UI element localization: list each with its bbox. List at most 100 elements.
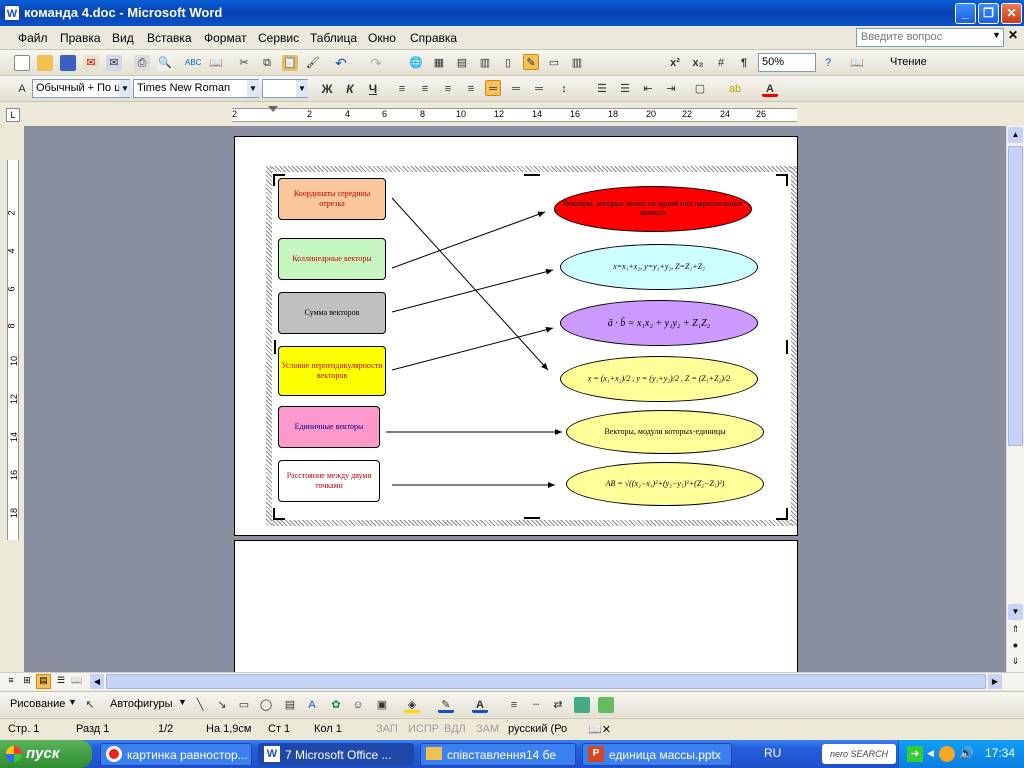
increase-indent-icon[interactable]: ⇥ [666,83,676,95]
fill-color-icon[interactable]: ◈ [404,697,420,713]
canvas-handle[interactable] [273,174,285,186]
copy-icon[interactable]: ⧉ [263,57,271,69]
ellipse-dot-product-formula[interactable]: ā · b̄ = x₁x₂ + y₁y₂ + Z₁Z₂ [560,300,758,346]
normal-view-icon[interactable]: ≡ [8,675,14,685]
read-icon[interactable]: 📖 [850,57,864,69]
task-folder[interactable]: співставлення14 бе [420,743,576,766]
rectangle-icon[interactable]: ▭ [238,699,250,711]
decrease-indent-icon[interactable]: ⇤ [643,83,653,95]
status-track[interactable]: ИСПР [408,723,440,735]
tray-app-icon[interactable] [939,746,955,762]
select-browse-object-icon[interactable]: ● [1012,640,1019,650]
help-dropdown-icon[interactable]: ▼ [992,30,1001,40]
print-icon[interactable]: ⎙ [134,55,150,71]
font-select[interactable]: Times New Roman [133,79,259,98]
help-search-input[interactable]: Введите вопрос [856,28,1004,47]
web-view-icon[interactable]: ⊞ [23,675,31,685]
status-rec[interactable]: ЗАП [376,723,398,735]
canvas-handle[interactable] [786,340,788,354]
styles-pane-icon[interactable]: A [18,83,26,95]
save-icon[interactable] [60,55,76,71]
ellipse-sum-formula[interactable]: x=x₁+x₂, y=y₁+y₂, Z=Z₁+Z₂ [560,244,758,290]
canvas-handle[interactable] [524,174,540,176]
clipart-icon[interactable]: ☺ [352,699,364,711]
hyperlink-icon[interactable]: 🌐 [409,57,423,69]
reading-view-icon[interactable]: 📖 [71,675,83,685]
close-button[interactable]: ✕ [1001,3,1022,24]
undo-icon[interactable]: ↶ [335,55,347,71]
3d-style-icon[interactable] [598,697,614,713]
status-extend[interactable]: ВДЛ [444,723,466,735]
language-indicator[interactable]: RU [764,746,782,760]
align-left-icon[interactable]: ≡ [398,83,406,95]
outline-view-icon[interactable]: ☰ [56,675,66,685]
ellipse-collinear-definition[interactable]: Векторы, которые лежат на одной или пара… [554,186,752,232]
autoshapes-dropdown-icon[interactable]: ▼ [178,697,187,707]
indent-marker-icon[interactable] [268,106,278,112]
line-spacing-icon[interactable]: ═ [535,83,543,95]
menu-insert[interactable]: Вставка [147,31,192,45]
minimize-button[interactable]: _ [955,3,976,24]
horizontal-scroll-thumb[interactable] [106,674,986,689]
box-midpoint-coordinates[interactable]: Координаты середины отрезка [278,178,386,220]
tables-borders-icon[interactable]: ▦ [433,57,445,69]
cut-icon[interactable]: ✂ [239,57,249,69]
word-app-icon[interactable]: W [4,5,20,21]
reading-mode-label[interactable]: Чтение [890,56,927,68]
thumbnail-icon[interactable]: ▥ [571,57,583,69]
document-map-icon[interactable]: ▭ [548,57,560,69]
drawing-dropdown-icon[interactable]: ▼ [68,697,77,707]
distributed-alt-icon[interactable]: ═ [512,83,520,95]
email-icon[interactable]: ✉ [106,55,122,71]
scroll-left-icon[interactable]: ◀ [90,674,104,689]
canvas-handle[interactable] [776,174,788,186]
columns-icon[interactable]: ▯ [504,57,512,69]
oval-icon[interactable]: ◯ [259,699,273,711]
line-icon[interactable]: ╲ [196,699,204,711]
diagram-icon[interactable]: ✿ [331,699,341,711]
task-powerpoint[interactable]: единица массы.pptx [582,743,732,766]
permission-icon[interactable]: ✉ [83,55,99,71]
numbering-icon[interactable]: ☰ [597,83,607,95]
size-dropdown-icon[interactable]: ▼ [296,80,308,97]
insert-field-icon[interactable]: # [717,57,725,69]
insert-excel-icon[interactable]: ▥ [479,57,491,69]
tray-expand-icon[interactable]: ◀ [927,748,934,758]
horizontal-ruler[interactable]: 2 2 4 6 8 10 12 14 16 18 20 22 24 26 [232,108,797,122]
status-language[interactable]: русский (Ро [508,723,568,735]
drawing-menu-button[interactable]: Рисование [10,698,66,710]
box-unit-vectors[interactable]: Единичные векторы [278,406,380,448]
task-browser[interactable]: картинка равностор... [100,743,252,766]
next-page-icon[interactable]: ⇓ [1011,656,1020,666]
menu-table[interactable]: Таблица [310,31,358,45]
underline-button[interactable]: Ч [368,82,378,96]
insert-table-icon[interactable]: ▤ [456,57,468,69]
canvas-handle[interactable] [274,340,276,354]
style-dropdown-icon[interactable]: ▼ [119,80,131,97]
horizontal-scrollbar[interactable]: ≡ ⊞ ▤ ☰ 📖 ◀ ▶ [0,672,1024,690]
bullets-icon[interactable]: ☰ [620,83,630,95]
menu-tools[interactable]: Сервис [258,31,300,45]
menu-edit[interactable]: Правка [60,31,101,45]
box-collinear-vectors[interactable]: Коллинеарные векторы [278,238,386,280]
ellipse-distance-formula[interactable]: AB = √((x₂−x₁)²+(y₂−y₁)²+(Z₂−Z₁)²) [566,462,764,506]
subscript-icon[interactable]: x₂ [692,57,704,69]
tab-selector-icon[interactable]: L [6,108,20,122]
arrow-style-icon[interactable]: ⇄ [553,699,563,711]
help-icon[interactable]: ? [824,57,832,69]
open-folder-icon[interactable] [37,55,53,71]
scroll-up-icon[interactable]: ▲ [1008,127,1023,143]
close-document-button[interactable]: ✕ [1008,28,1019,42]
canvas-handle[interactable] [776,508,788,520]
autoshapes-menu-button[interactable]: Автофигуры [110,698,173,710]
nero-search-box[interactable]: nero SEARCH [822,744,896,764]
prev-page-icon[interactable]: ⇑ [1011,624,1020,634]
picture-icon[interactable]: ▣ [376,699,388,711]
canvas-handle[interactable] [273,508,285,520]
line-color-icon[interactable]: ✎ [438,697,454,713]
research-icon[interactable]: 📖 [209,57,223,69]
new-document-icon[interactable] [14,55,30,71]
maximize-button[interactable]: ❐ [978,3,999,24]
superscript-icon[interactable]: x² [670,57,680,69]
align-center-icon[interactable]: ≡ [421,83,429,95]
